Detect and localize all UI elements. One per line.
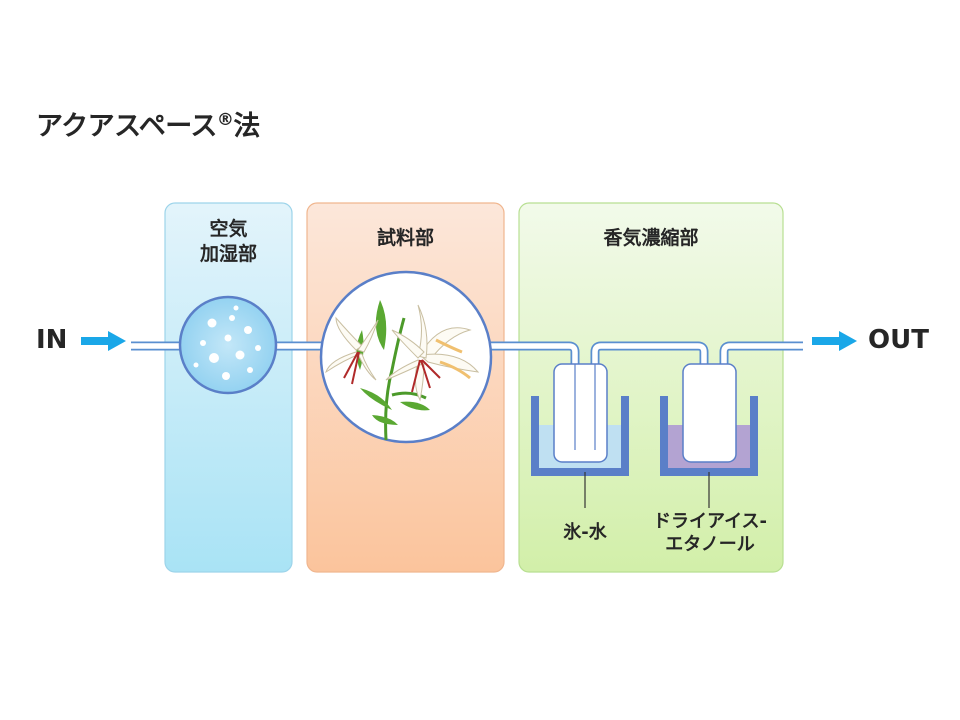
ice-water-label: 氷-水 (563, 522, 607, 543)
outlet-label: OUT (868, 325, 929, 355)
concentration-panel-title: 香気濃縮部 (603, 227, 699, 249)
outlet-arrow (812, 331, 857, 351)
page-title: アクアスペース®法 (36, 110, 260, 142)
lily-sample-image (319, 270, 493, 444)
inlet-arrow (81, 331, 126, 351)
dry-ice-ethanol-label: ドライアイス- エタノール (652, 511, 768, 556)
humidifier-bubbles (178, 295, 278, 395)
humidifier-panel-title: 空気 加湿部 (199, 218, 257, 265)
sample-panel-title: 試料部 (376, 227, 434, 249)
inlet-label: IN (36, 325, 68, 355)
ice-water-bath (531, 363, 629, 508)
dry-ice-ethanol-bath (660, 363, 758, 508)
